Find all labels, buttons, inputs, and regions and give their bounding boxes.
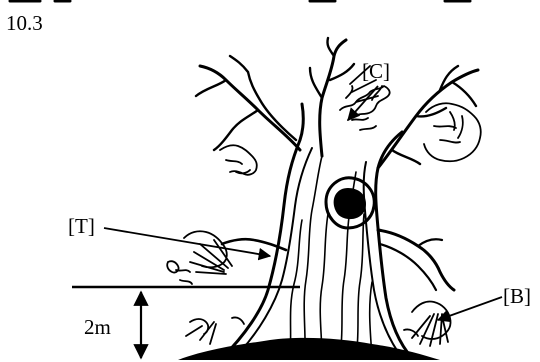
branch-center-2 <box>308 36 356 100</box>
label-c: [C] <box>362 59 390 83</box>
foliage-b-cluster <box>403 300 452 347</box>
leader-t <box>103 227 272 261</box>
foliage-top-center <box>339 85 391 131</box>
trunk-left-edge-inner <box>239 147 313 353</box>
trunk-right-edge <box>374 130 414 360</box>
branch-right <box>376 68 480 170</box>
section-number: 10.3 <box>6 11 43 35</box>
tree-illustration <box>166 36 482 360</box>
leader-c <box>347 85 379 121</box>
foliage-bottom-left <box>185 316 245 345</box>
leader-b <box>436 296 503 323</box>
foliage-t-cluster <box>166 230 233 285</box>
label-t: [T] <box>68 214 95 238</box>
trunk-right-edge-inner <box>362 161 399 353</box>
branch-left <box>198 64 302 152</box>
branch-right-low <box>376 228 456 292</box>
ground-shadow <box>178 337 440 360</box>
bark-ridges <box>289 155 373 359</box>
hollow-rim <box>324 176 376 230</box>
branch-left-low <box>220 237 288 252</box>
trunk-hollow <box>333 188 366 220</box>
trunk-left-edge <box>220 102 305 360</box>
label-b: [B] <box>503 284 531 308</box>
branch-right-2 <box>390 64 478 166</box>
foliage-top-right <box>423 102 482 163</box>
height-label: 2m <box>84 315 111 339</box>
clipped-previous-line <box>6 0 526 4</box>
branch-right-low-2 <box>378 238 444 292</box>
branch-center <box>318 38 348 158</box>
foliage-left <box>219 144 258 176</box>
branch-left-2 <box>194 54 298 152</box>
